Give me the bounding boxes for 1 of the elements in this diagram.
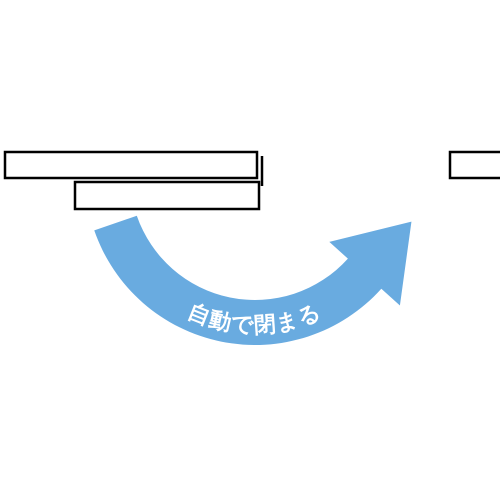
arrow-label: 自動で閉まる [184,299,326,338]
